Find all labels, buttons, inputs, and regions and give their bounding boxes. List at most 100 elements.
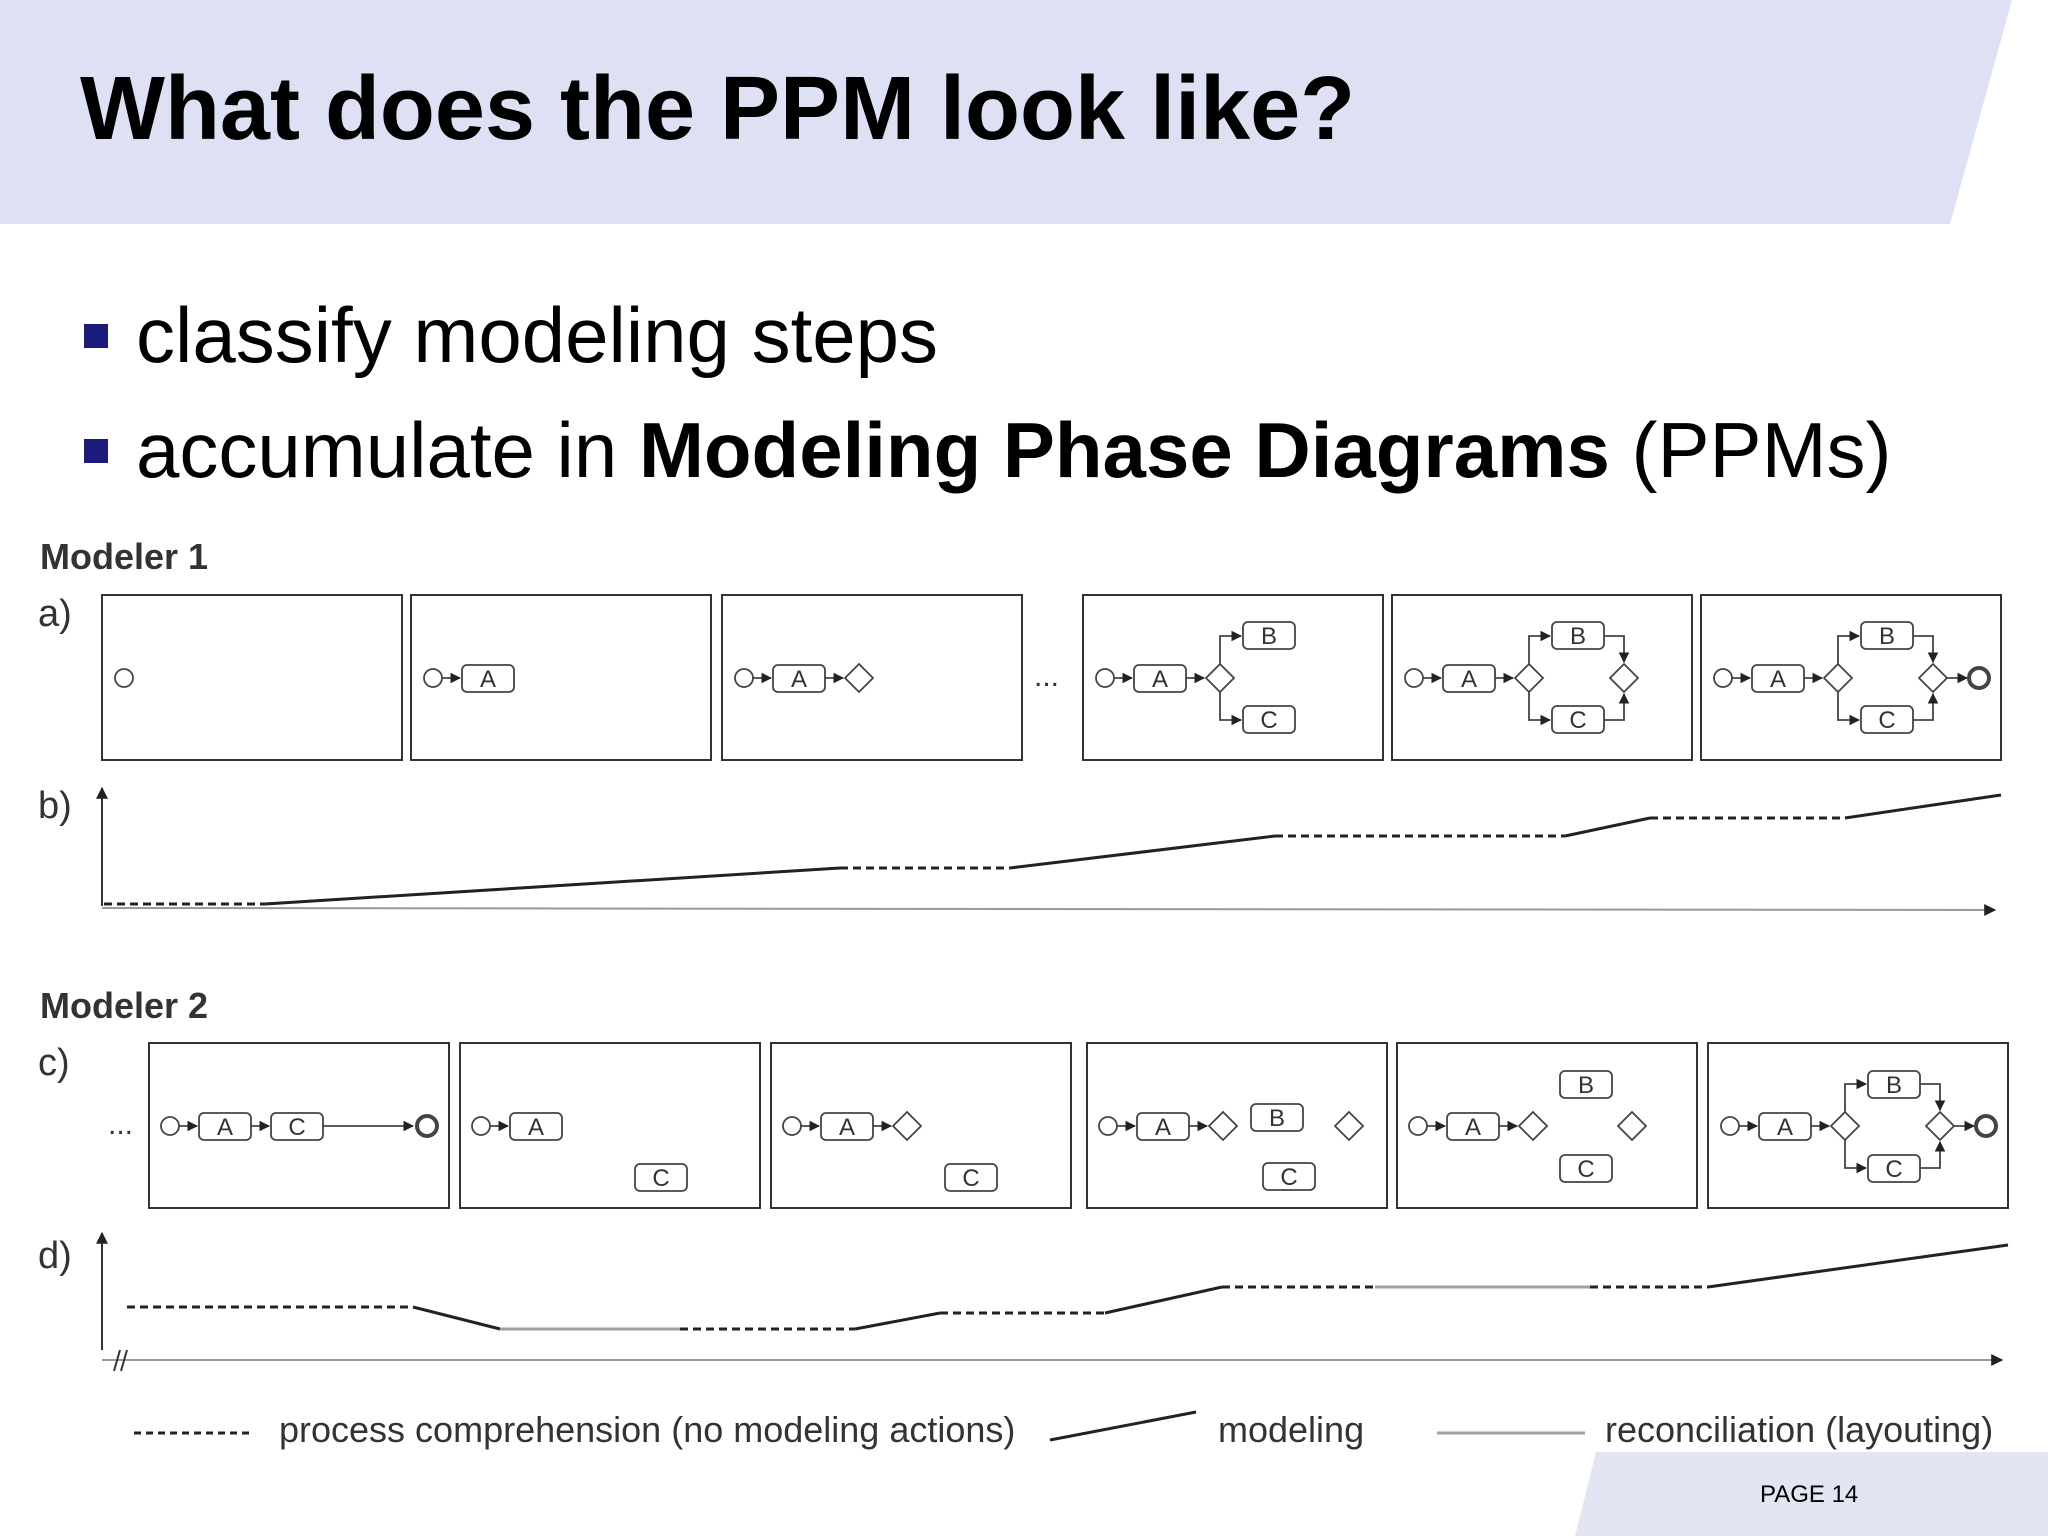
title-banner-shape [0, 0, 2012, 224]
row-c-panels [148, 1042, 2009, 1209]
gateway-icon [1924, 1110, 1956, 1142]
task-c-box [1262, 1162, 1316, 1191]
task-label: A [528, 1114, 544, 1141]
gateway-icon [843, 662, 875, 694]
task-label: A [1777, 1114, 1793, 1141]
modeler1-label: Modeler 1 [40, 536, 208, 577]
start-event-icon [782, 1116, 802, 1136]
task-label: A [1155, 1114, 1171, 1141]
start-event-icon [114, 668, 134, 688]
start-event-icon [1408, 1116, 1428, 1136]
row-c-process-content [160, 1070, 1998, 1192]
phase-segment-modeling [1009, 834, 1276, 870]
task-label: C [652, 1165, 669, 1192]
task-a-box [461, 664, 515, 693]
bullet-square-icon [84, 439, 108, 463]
row-a-process-content [114, 621, 1991, 734]
task-label: C [1878, 707, 1895, 734]
task-label: B [1886, 1072, 1902, 1099]
row-label-a: a) [38, 593, 72, 635]
row-label-c: c) [38, 1042, 70, 1084]
gateway-icon [1917, 662, 1949, 694]
gateway-icon [1616, 1110, 1648, 1142]
task-label: A [1152, 666, 1168, 693]
start-event-icon [423, 668, 443, 688]
bullet-square-icon [84, 324, 108, 348]
title-banner [0, 0, 2048, 224]
panel-c4 [1086, 1042, 1388, 1209]
bullet-text-bold: Modeling Phase Diagrams [638, 406, 1610, 494]
task-c-box [1559, 1154, 1613, 1183]
gateway-icon [1829, 1110, 1861, 1142]
start-event-icon [471, 1116, 491, 1136]
phase-segment-modeling [1104, 1285, 1223, 1315]
gateway-icon [1333, 1110, 1365, 1142]
gateway-icon [1204, 662, 1236, 694]
panel-a6 [1700, 594, 2002, 761]
bullet-text-tail: (PPMs) [1609, 406, 1892, 494]
start-event-icon [1713, 668, 1733, 688]
task-label: A [839, 1114, 855, 1141]
bullet-text: accumulate in Modeling Phase Diagrams (P… [136, 405, 1892, 496]
panel-c1 [148, 1042, 450, 1209]
phase-segment-modeling [412, 1305, 501, 1331]
ellipsis-row-c: ... [108, 1108, 133, 1141]
task-b-box [1242, 621, 1296, 650]
gateway-icon [1608, 662, 1640, 694]
page-number: PAGE 14 [1760, 1481, 1859, 1508]
phase-diagram-b [96, 786, 2002, 916]
task-c-box [1242, 705, 1296, 734]
task-label: A [1461, 666, 1477, 693]
axis-x [101, 903, 1997, 916]
panel-a3 [721, 594, 1023, 761]
panel-c6 [1707, 1042, 2009, 1209]
task-label: C [1577, 1156, 1594, 1183]
phase-segment-modeling [1564, 816, 1651, 838]
start-event-icon [1095, 668, 1115, 688]
phase-segment-modeling [854, 1311, 941, 1331]
start-event-icon [734, 668, 754, 688]
slide-title: What does the PPM look like? [80, 59, 1356, 159]
modeler2-label: Modeler 2 [40, 985, 208, 1026]
task-label: C [1260, 707, 1277, 734]
task-label: B [1879, 623, 1895, 650]
row-label-b: b) [38, 785, 72, 827]
start-event-icon [1404, 668, 1424, 688]
task-label: C [1280, 1164, 1297, 1191]
end-event-icon [1974, 1114, 1998, 1138]
gateway-icon [1513, 662, 1545, 694]
task-label: C [1569, 707, 1586, 734]
row-c-task-labels: A C A C A C A B C A B C A B C [217, 1072, 1903, 1192]
task-label: A [1465, 1114, 1481, 1141]
panel-c5 [1396, 1042, 1698, 1209]
ellipsis-row-a: ... [1034, 660, 1059, 693]
task-label: A [217, 1114, 233, 1141]
gateway-icon [1207, 1110, 1239, 1142]
legend-label-comprehension: process comprehension (no modeling actio… [279, 1409, 1015, 1450]
panel-a5 [1391, 594, 1693, 761]
legend: process comprehension (no modeling actio… [134, 1409, 1993, 1450]
task-label: B [1578, 1072, 1594, 1099]
panel-a1 [101, 594, 403, 761]
task-label: C [288, 1114, 305, 1141]
row-label-d: d) [38, 1235, 72, 1277]
task-label: C [1885, 1156, 1902, 1183]
task-b-box [1559, 1070, 1613, 1099]
task-label: A [480, 666, 496, 693]
phase-segment-modeling [1707, 1243, 2009, 1289]
task-c-box [634, 1163, 688, 1192]
gateway-icon [1822, 662, 1854, 694]
task-label: B [1261, 623, 1277, 650]
legend-label-reconciliation: reconciliation (layouting) [1605, 1409, 1993, 1450]
panel-a2 [410, 594, 712, 761]
phase-diagram-d [96, 1231, 2009, 1372]
row-a-panels [101, 594, 2002, 761]
task-c-box [944, 1163, 998, 1192]
end-event-icon [1967, 666, 1991, 690]
gateway-icon [1517, 1110, 1549, 1142]
bullet-text-plain: accumulate in [136, 406, 639, 494]
row-a-task-labels: A A A B C A B C A B C [480, 623, 1896, 734]
start-event-icon [160, 1116, 180, 1136]
panel-a4 [1082, 594, 1384, 761]
axis-break-mark [120, 1349, 128, 1372]
